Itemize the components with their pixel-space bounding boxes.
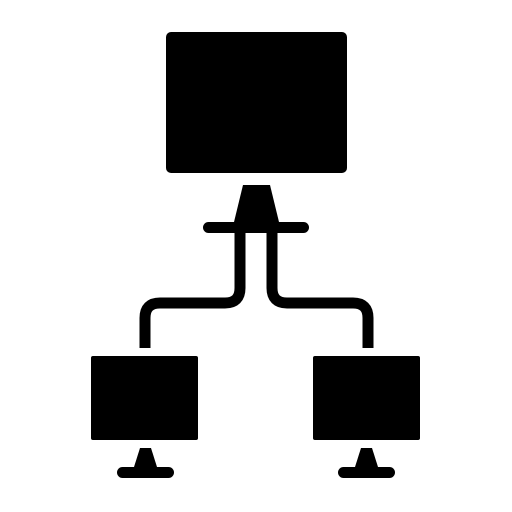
top-monitor-screen xyxy=(166,32,347,173)
left-monitor-icon xyxy=(91,356,198,478)
right-connector-line xyxy=(266,233,374,348)
network-connection-icon xyxy=(139,233,374,348)
top-monitor-base xyxy=(203,222,309,233)
right-monitor-neck xyxy=(355,448,378,467)
left-monitor-neck xyxy=(134,448,157,467)
right-monitor-icon xyxy=(313,356,420,478)
left-connector-line xyxy=(139,233,246,348)
right-monitor-base xyxy=(338,467,395,478)
left-monitor-base xyxy=(117,467,174,478)
right-monitor-screen xyxy=(313,356,420,440)
left-monitor-screen xyxy=(91,356,198,440)
top-monitor-neck xyxy=(234,185,279,222)
top-monitor-icon xyxy=(166,32,347,233)
